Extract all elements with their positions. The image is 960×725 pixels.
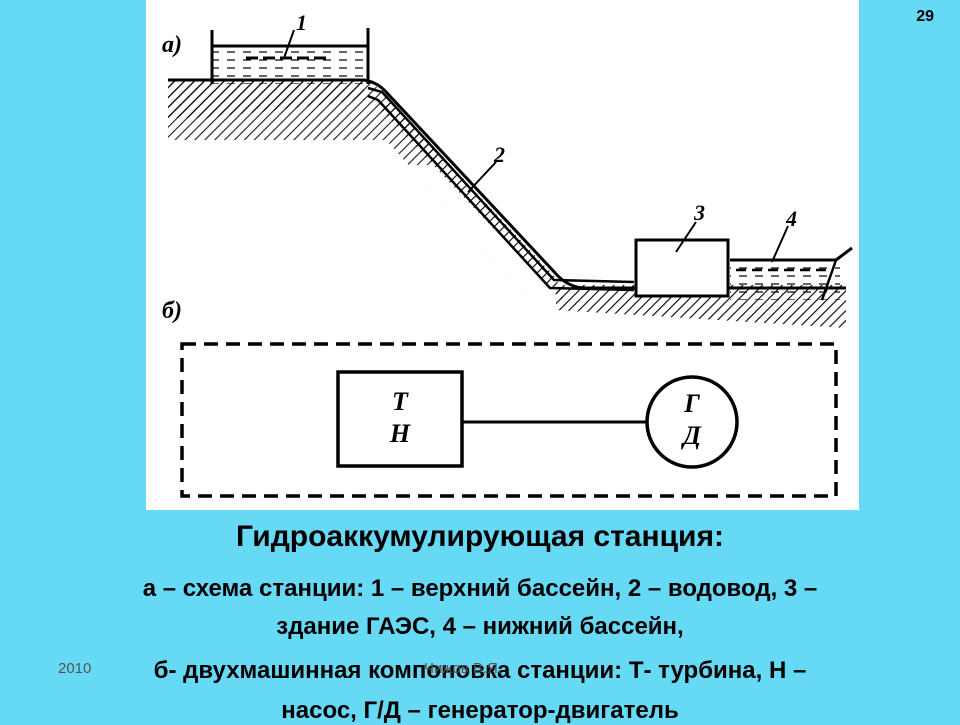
footer-year: 2010	[58, 660, 92, 677]
hydro-station-figure: 1 2 3 4 а) б) Т Н Г Д	[146, 0, 859, 510]
footer-author: Чижов В.Я.	[424, 660, 503, 677]
power-house	[634, 238, 730, 298]
generator-label: Г	[683, 389, 700, 418]
generator-motor-circle	[645, 375, 739, 469]
callout-leaders	[283, 29, 789, 263]
caption-line-b1: б- двухмашинная компоновка станции: Т- т…	[153, 657, 807, 684]
scheme-drawing: 1 2 3 4 а) б) Т Н Г Д	[162, 10, 853, 498]
motor-label: Д	[681, 421, 702, 450]
caption-line-b2: насос, Г/Д – генератор-двигатель	[281, 697, 679, 724]
pump-label: Н	[389, 419, 411, 448]
penstock	[367, 86, 635, 292]
callout-1: 1	[296, 10, 307, 35]
panel-a-label: а)	[162, 32, 182, 58]
caption-line-a1: а – схема станции: 1 – верхний бассейн, …	[142, 575, 818, 602]
layout-frame	[180, 342, 838, 498]
slide-number: 29	[916, 8, 934, 25]
lower-reservoir	[730, 246, 853, 301]
callout-4: 4	[785, 206, 797, 231]
callout-2: 2	[493, 142, 505, 167]
panel-b-label: б)	[162, 298, 182, 324]
turbine-pump-block	[336, 370, 464, 468]
caption-line-a2: здание ГАЭС, 4 – нижний бассейн,	[276, 613, 684, 640]
turbine-label: Т	[392, 387, 409, 416]
upper-reservoir	[210, 28, 370, 84]
caption-title: Гидроаккумулирующая станция:	[236, 520, 724, 553]
ground-surface	[168, 78, 846, 290]
callout-3: 3	[693, 200, 705, 225]
